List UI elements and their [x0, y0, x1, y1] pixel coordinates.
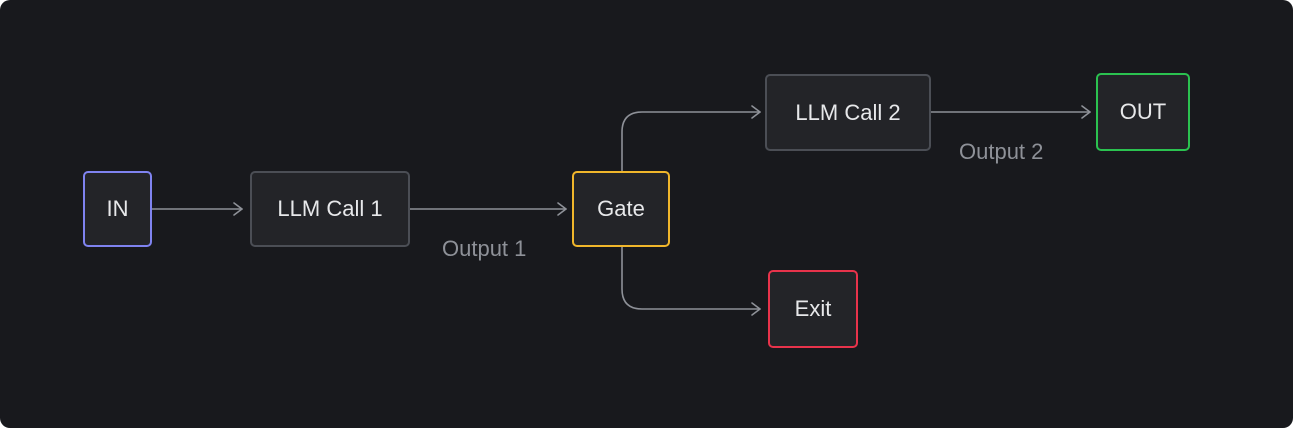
edge-in-to-llm-call-1	[150, 202, 243, 216]
node-llm-call-1: LLM Call 1	[250, 171, 410, 247]
node-out: OUT	[1096, 73, 1190, 151]
edge-label-output-2: Output 2	[959, 139, 1044, 164]
node-llm-call-2: LLM Call 2	[765, 74, 931, 151]
node-gate: Gate	[572, 171, 670, 247]
node-exit: Exit	[768, 270, 858, 348]
edge-gate-to-llm-call-2	[621, 105, 761, 172]
edge-llm-call-2-to-out	[930, 105, 1091, 119]
node-in: IN	[83, 171, 152, 247]
edge-gate-to-exit	[621, 246, 761, 316]
edge-llm-call-1-to-gate	[409, 202, 567, 216]
edge-label-output-1: Output 1	[442, 236, 527, 261]
